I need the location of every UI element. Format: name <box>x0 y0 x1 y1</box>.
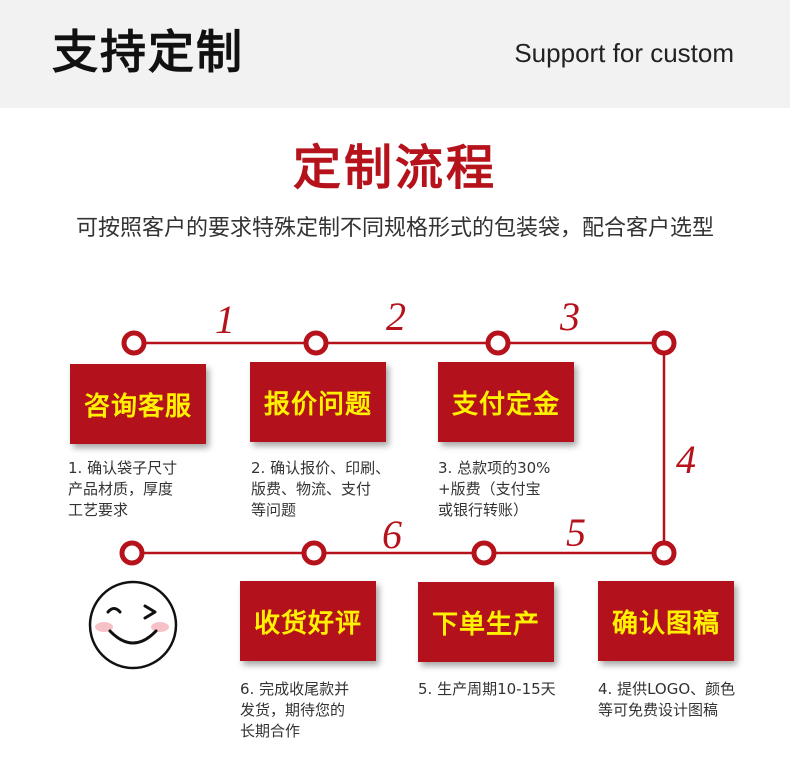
flow-node <box>651 330 677 356</box>
desc-line: 工艺要求 <box>68 501 129 519</box>
desc-line: 3. 总款项的30% <box>438 459 551 477</box>
desc-line: 发货，期待您的 <box>240 701 346 719</box>
step-box-confirm-design: 确认图稿 <box>598 581 734 661</box>
step-box-consult: 咨询客服 <box>70 364 206 444</box>
desc-line: 等可免费设计图稿 <box>598 701 719 719</box>
flow-node <box>485 330 511 356</box>
desc-line: 2. 确认报价、印刷、 <box>251 459 391 477</box>
desc-line: 产品材质，厚度 <box>68 480 174 498</box>
header-title: 支持定制 <box>52 25 244 79</box>
desc-line: 等问题 <box>251 501 297 519</box>
section-title: 定制流程 <box>292 140 497 196</box>
step-number-6: 6 <box>382 512 402 557</box>
step-desc-5: 5. 生产周期10-15天 <box>418 679 556 700</box>
step-number-2: 2 <box>386 294 406 339</box>
desc-line: 版费、物流、支付 <box>251 480 372 498</box>
desc-line: 长期合作 <box>240 722 301 740</box>
step-desc-1: 1. 确认袋子尺寸 产品材质，厚度 工艺要求 <box>68 458 177 521</box>
step-box-receive-review: 收货好评 <box>240 581 376 661</box>
header-bar: 支持定制 Support for custom <box>0 0 790 108</box>
step-number-1: 1 <box>215 297 235 342</box>
desc-line: 5. 生产周期10-15天 <box>418 680 556 698</box>
desc-line: 或银行转账） <box>438 501 529 519</box>
section-intro: 可按照客户的要求特殊定制不同规格形式的包装袋，配合客户选型 <box>75 216 714 241</box>
step-desc-4: 4. 提供LOGO、颜色 等可免费设计图稿 <box>598 679 735 721</box>
flow-node <box>119 540 145 566</box>
step-desc-2: 2. 确认报价、印刷、 版费、物流、支付 等问题 <box>251 458 390 521</box>
step-number-5: 5 <box>566 510 586 555</box>
desc-line: 4. 提供LOGO、颜色 <box>598 680 736 698</box>
step-box-production: 下单生产 <box>418 582 554 662</box>
desc-line: 1. 确认袋子尺寸 <box>68 459 178 477</box>
flow-node <box>303 330 329 356</box>
desc-line: +版费（支付宝 <box>438 480 541 498</box>
step-number-3: 3 <box>559 294 580 339</box>
step-box-deposit: 支付定金 <box>438 362 574 442</box>
flow-node <box>471 540 497 566</box>
header-subtitle: Support for custom <box>514 38 734 68</box>
flow-node <box>301 540 327 566</box>
smiley-wink-icon <box>88 580 178 670</box>
step-box-quote: 报价问题 <box>250 362 386 442</box>
desc-line: 6. 完成收尾款并 <box>240 680 350 698</box>
flow-node <box>651 540 677 566</box>
step-desc-3: 3. 总款项的30% +版费（支付宝 或银行转账） <box>438 458 550 521</box>
step-number-4: 4 <box>676 437 696 482</box>
step-desc-6: 6. 完成收尾款并 发货，期待您的 长期合作 <box>240 679 349 742</box>
flow-node <box>121 330 147 356</box>
